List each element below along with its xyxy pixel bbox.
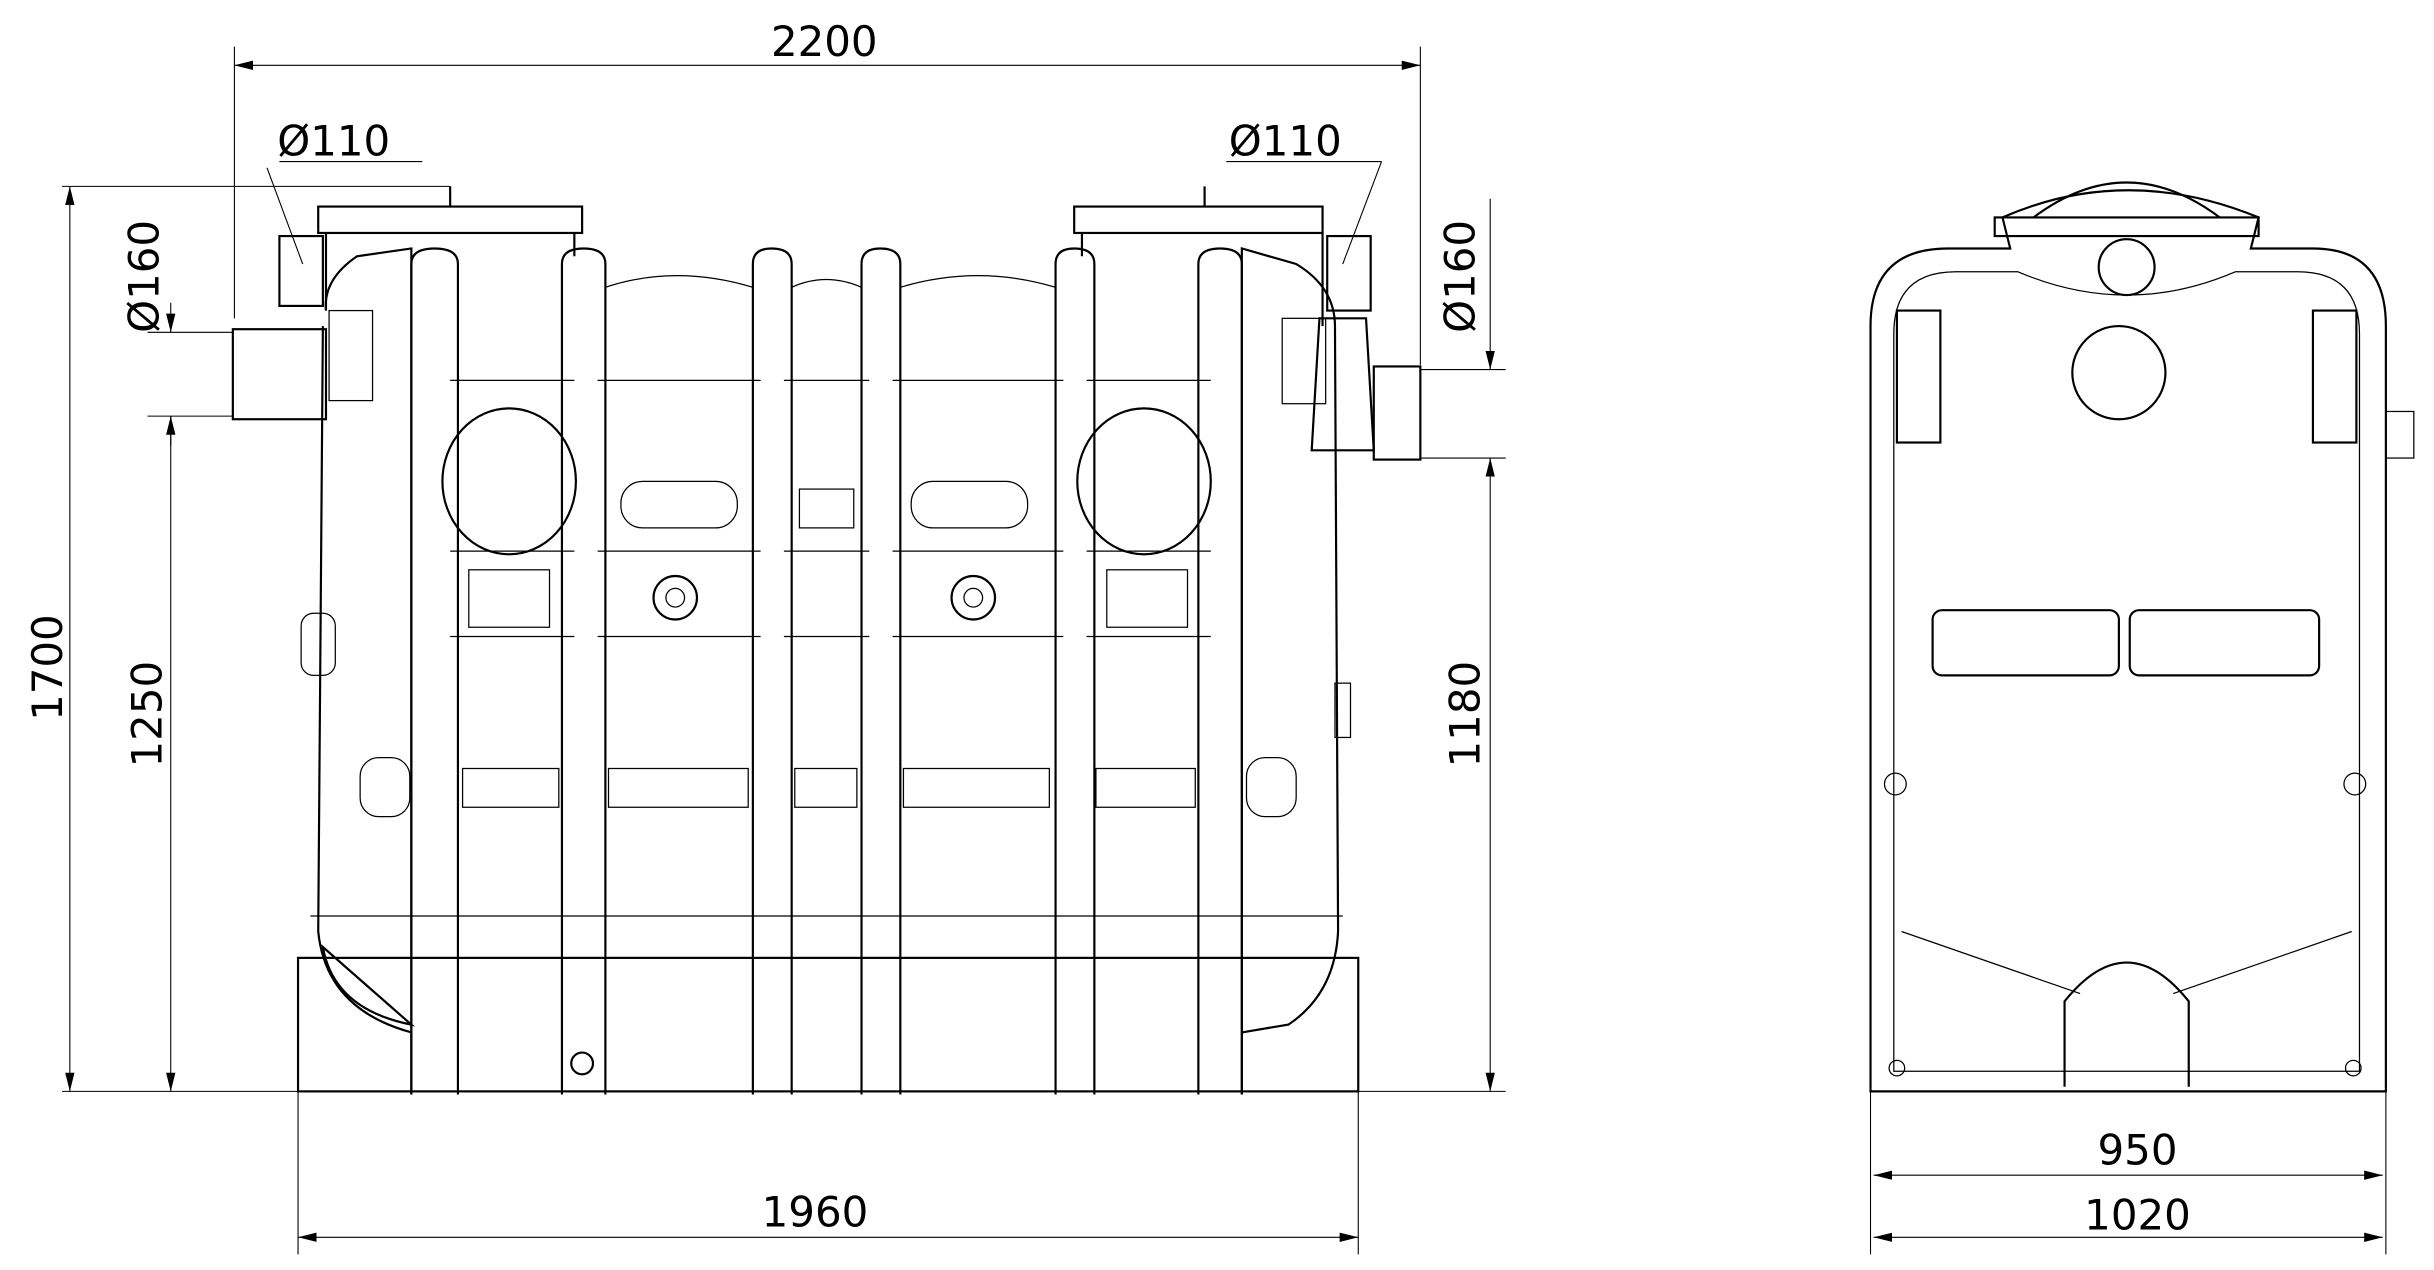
dim-total-height: 1700 [23, 614, 72, 721]
inlet-opening [2097, 238, 2156, 297]
dim-side-width: 1020 [2084, 1191, 2191, 1240]
outlet-pipe-110 [1326, 234, 1372, 312]
dim-outlet-height: 1180 [1440, 661, 1489, 768]
inlet-pipe-110 [278, 234, 324, 307]
manhole-right [1073, 186, 1324, 327]
dim-inlet-diameter: Ø160 [119, 220, 168, 333]
dim-base-length: 1960 [762, 1187, 869, 1236]
inspection-cover-left [441, 407, 577, 556]
drain-plug [570, 1051, 595, 1076]
dim-outlet-diameter: Ø160 [1436, 220, 1485, 333]
inlet-pipe-160 [231, 328, 328, 421]
dim-overall-length: 2200 [771, 17, 878, 66]
dim-outlet-pipe-diameter: Ø110 [1229, 116, 1342, 165]
front-view [231, 186, 1422, 1095]
tank-body [321, 247, 1340, 1095]
sump [2063, 961, 2190, 1087]
dim-inlet-height: 1250 [122, 661, 171, 768]
side-outline [1869, 189, 2387, 1093]
side-view [1869, 181, 2415, 1093]
outlet-opening [2071, 325, 2167, 421]
dimension-lines [62, 46, 2387, 1255]
dimension-labels: 2200 Ø110 Ø110 Ø160 Ø160 1700 1250 1180 … [23, 17, 2191, 1240]
outlet-elbow [1310, 317, 1375, 452]
ribs [310, 247, 1343, 1095]
outlet-pipe-160 [1372, 365, 1422, 461]
dim-inlet-pipe-diameter: Ø110 [277, 116, 390, 165]
manhole-left [317, 186, 584, 311]
dim-side-inner-width: 950 [2098, 1125, 2178, 1174]
inspection-cover-right [1076, 407, 1212, 556]
